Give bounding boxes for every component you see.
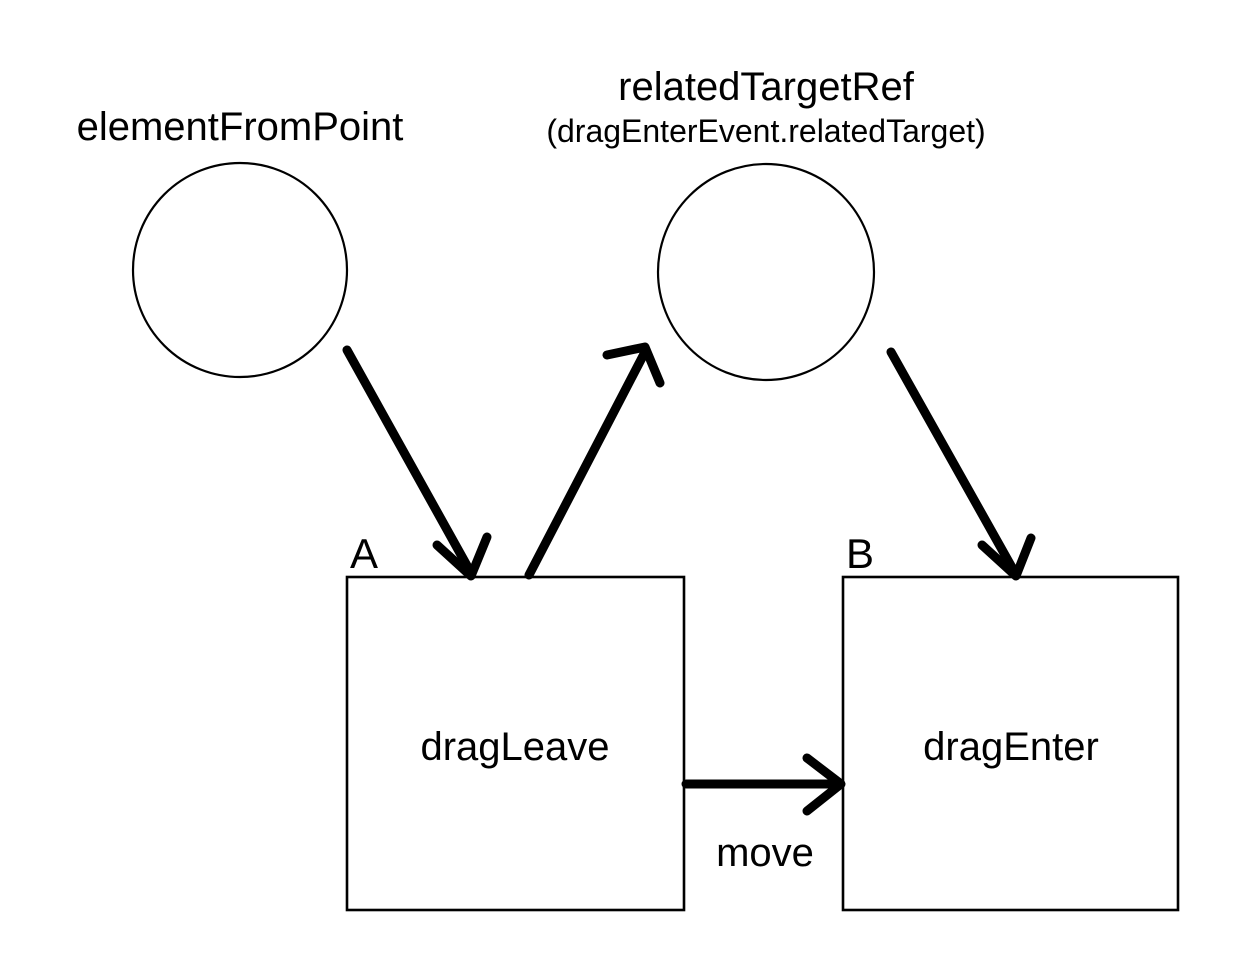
related-target-ref-circle[interactable] <box>656 162 876 382</box>
label-related-target-ref: relatedTargetRef <box>618 65 915 109</box>
box-a-tag: A <box>350 530 378 577</box>
arrow-element-from-point-to-box-a <box>342 345 492 581</box>
arrow-move-box-a-to-box-b <box>681 753 846 816</box>
edge-label-move: move <box>716 831 814 875</box>
box-b-label: dragEnter <box>923 725 1099 769</box>
box-a-label: dragLeave <box>420 725 609 769</box>
label-element-from-point: elementFromPoint <box>77 105 404 149</box>
arrow-box-a-to-related-target-ref <box>524 342 665 580</box>
label-related-target-ref-sub: (dragEnterEvent.relatedTarget) <box>546 113 985 149</box>
element-from-point-circle[interactable] <box>131 161 349 379</box>
box-a-drag-leave[interactable] <box>345 575 686 912</box>
box-b-tag: B <box>846 530 874 577</box>
arrow-related-target-ref-to-box-b <box>886 347 1036 581</box>
box-b-drag-enter[interactable] <box>841 575 1180 912</box>
